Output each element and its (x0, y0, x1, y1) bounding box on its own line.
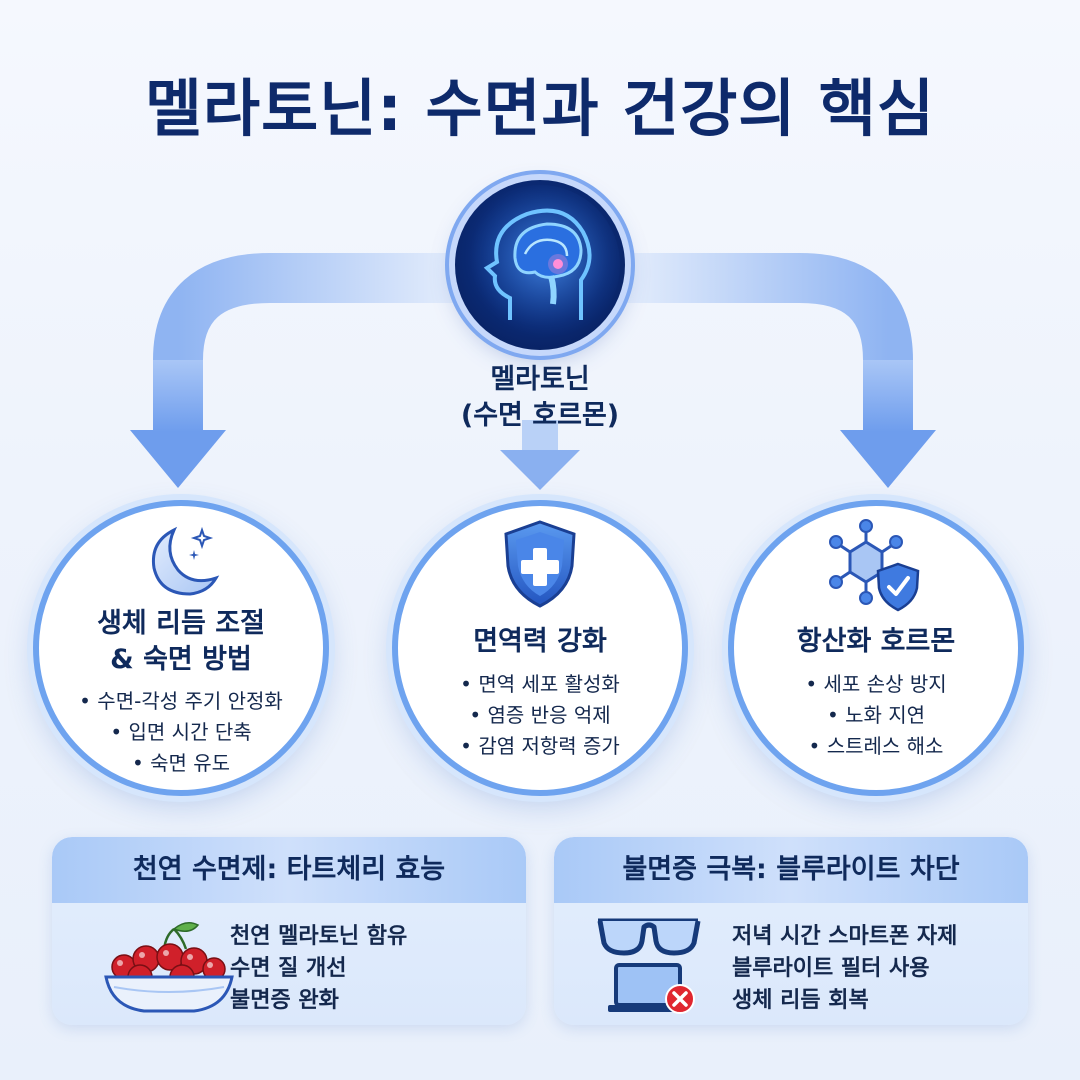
box-title: 불면증 극복: 블루라이트 차단 (554, 837, 1028, 903)
heading-line: & 숙면 방법 (110, 644, 252, 675)
circle-heading: 생체 리듬 조절 & 숙면 방법 (49, 606, 313, 678)
list-item: 수면 질 개선 (230, 956, 347, 981)
list-item: 입면 시간 단축 (39, 717, 323, 748)
molecule-shield-icon (829, 519, 920, 612)
left-arrow (130, 253, 455, 488)
moon-stars-icon (151, 526, 220, 596)
list-item: 블루라이트 필터 사용 (732, 956, 930, 981)
right-arrow (625, 253, 936, 488)
list-item: 세포 손상 방지 (734, 669, 1018, 700)
benefit-list: 면역 세포 활성화 염증 반응 억제 감염 저항력 증가 (398, 669, 682, 762)
list-item: 노화 지연 (734, 700, 1018, 731)
circle-antioxidant: 항산화 호르몬 세포 손상 방지 노화 지연 스트레스 해소 (728, 500, 1024, 796)
cherry-bowl-icon (104, 922, 234, 1013)
list-item: 저녁 시간 스마트폰 자제 (732, 924, 958, 949)
center-label: 멜라토닌 (수면 호르몬) (390, 362, 690, 434)
list-item: 스트레스 해소 (734, 731, 1018, 762)
list-item: 불면증 완화 (230, 988, 339, 1013)
list-item: 염증 반응 억제 (398, 700, 682, 731)
list-item: 생체 리듬 회복 (732, 988, 869, 1013)
list-item: 천연 멜라토닌 함유 (230, 924, 408, 949)
benefit-list: 수면-각성 주기 안정화 입면 시간 단축 숙면 유도 (39, 686, 323, 779)
circle-immunity: 면역력 강화 면역 세포 활성화 염증 반응 억제 감염 저항력 증가 (392, 500, 688, 796)
list-item: 감염 저항력 증가 (398, 731, 682, 762)
heading-line: 생체 리듬 조절 (97, 608, 265, 639)
box-list: 저녁 시간 스마트폰 자제 블루라이트 필터 사용 생체 리듬 회복 (732, 921, 957, 1017)
page-title: 멜라토닌: 수면과 건강의 핵심 (144, 72, 936, 145)
box-list: 천연 멜라토닌 함유 수면 질 개선 불면증 완화 (230, 921, 407, 1017)
circle-heading: 면역력 강화 (473, 626, 607, 657)
list-item: 수면-각성 주기 안정화 (39, 686, 323, 717)
glasses-laptop-icon (597, 918, 701, 1014)
list-item: 면역 세포 활성화 (398, 669, 682, 700)
list-item: 숙면 유도 (39, 748, 323, 779)
circle-heading: 항산화 호르몬 (796, 626, 956, 657)
center-label-sub: (수면 호르몬) (460, 400, 620, 431)
circle-circadian-rhythm: 생체 리듬 조절 & 숙면 방법 수면-각성 주기 안정화 입면 시간 단축 숙… (33, 500, 329, 796)
center-label-name: 멜라토닌 (490, 364, 590, 395)
brain-head-icon (455, 180, 625, 350)
tart-cherry-box: 천연 수면제: 타트체리 효능 천연 멜라토닌 함유 수면 질 개선 불면증 완… (52, 837, 526, 1025)
benefit-list: 세포 손상 방지 노화 지연 스트레스 해소 (734, 669, 1018, 762)
center-arrow (500, 420, 580, 490)
blue-light-box: 불면증 극복: 블루라이트 차단 저녁 시간 스마트폰 자제 블루라이트 필터 … (554, 837, 1028, 1025)
box-title: 천연 수면제: 타트체리 효능 (52, 837, 526, 903)
shield-plus-icon (504, 520, 576, 608)
